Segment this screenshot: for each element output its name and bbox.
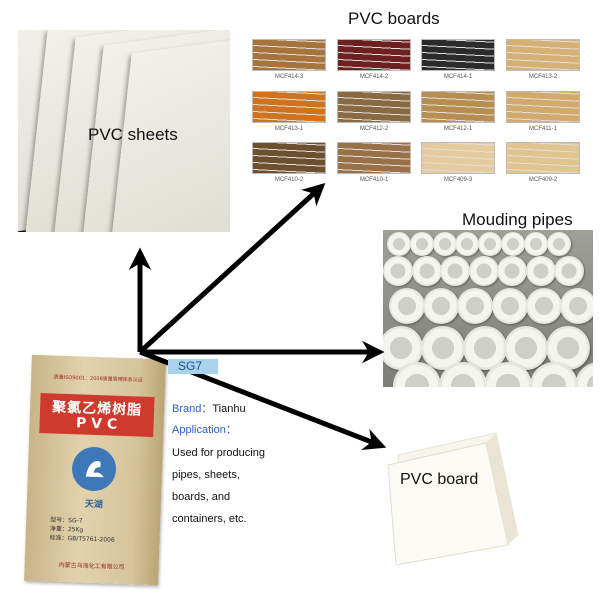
pipe-end [497,256,527,286]
board-swatch [421,91,495,123]
pvc-board-shape [387,432,519,566]
pvc-sheets-label: PVC sheets [88,125,178,144]
pipe-end [409,232,434,256]
application-line: Used for producing [172,447,265,459]
moulding-pipes-title: Mouding pipes [462,210,573,229]
board-swatch [421,39,495,71]
pipe-end [389,288,425,324]
board-code-label: MCF410-1 [359,177,389,183]
bag-swan-logo-icon [71,446,117,492]
board-code-label: MCF414-2 [359,74,389,80]
pvc-boards-title: PVC boards [348,9,440,28]
pipe-end [383,256,413,286]
application-label: Application： [172,424,237,436]
pipe-end [387,232,411,256]
board-code-label: MCF414-3 [274,74,304,80]
pipe-end [523,232,548,256]
brand-line: Brand：Tianhu [172,400,246,416]
pipe-end [455,232,480,256]
pipe-end [554,256,584,286]
board-swatch [252,91,326,123]
pipe-end [546,232,571,256]
application-description: Used for producing pipes, sheets, boards, … [172,442,265,530]
pipe-end [432,232,457,256]
board-code-label: MCF410-2 [274,177,304,183]
pipe-end [478,232,503,256]
pipe-end [525,288,562,324]
board-swatch [506,91,580,123]
brand-value: Tianhu [212,403,246,415]
board-code-label: MCF413-2 [528,74,558,80]
brand-label: Brand： [172,403,213,415]
board-swatch [421,142,495,174]
pvc-board-label: PVC board [400,471,479,488]
application-line: containers, etc. [172,513,247,525]
board-code-label: MCF411-1 [529,126,557,132]
pipe-end [501,232,525,256]
pipe-end [440,256,470,286]
pvc-resin-bag-image: 质量ISO9001：2008质量管理体系认证 聚氯乙烯树脂 P V C 天湖 型… [24,354,166,586]
application-line: boards, and [172,491,231,503]
pipe-end [525,256,556,286]
pvc-sheets-image: PVC sheets [18,30,230,232]
pipe-end [411,256,442,286]
board-code-label: MCF413-1 [274,126,304,132]
grade-badge: SG7 [168,359,218,374]
board-swatch [337,91,411,123]
board-swatch [506,142,580,174]
application-line: pipes, sheets, [172,469,240,481]
board-swatch [337,142,411,174]
grade-label: SG7 [178,359,203,373]
moulding-pipes-image [383,230,593,387]
board-code-label: MCF409-3 [443,177,473,183]
arrow-to-boards [138,182,326,354]
board-code-label: MCF412-1 [443,126,473,132]
pipe-end [468,256,499,286]
pipe-end [457,288,494,324]
pipe-end [560,288,593,324]
board-swatch [252,142,326,174]
board-swatch [252,39,326,71]
pvc-board-image: PVC board [378,425,520,566]
pipe-end [491,288,528,324]
board-swatch [337,39,411,71]
board-code-label: MCF414-1 [443,74,473,80]
board-code-label: MCF412-2 [359,126,389,132]
board-code-label: MCF409-2 [528,177,558,183]
board-swatch [506,39,580,71]
pipe-end [423,288,460,324]
